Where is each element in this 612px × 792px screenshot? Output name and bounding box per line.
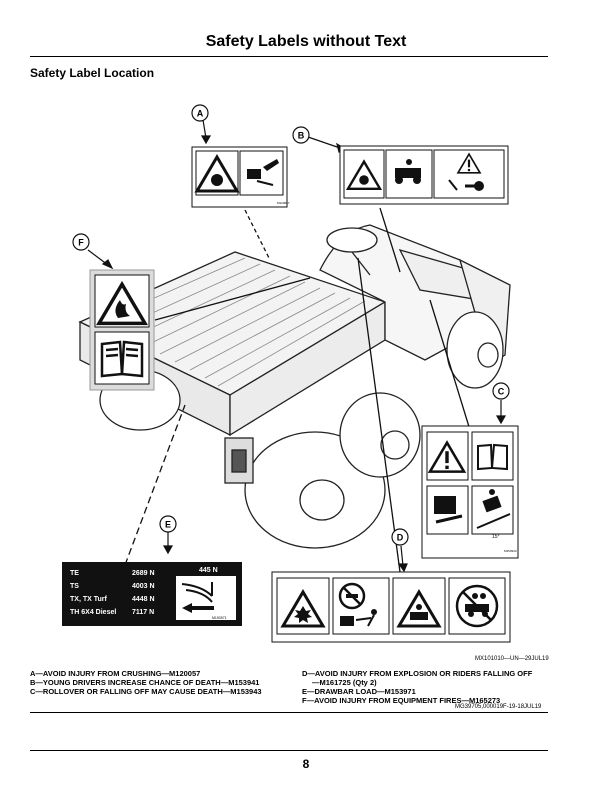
utility-vehicle-drawing <box>78 224 511 549</box>
safety-label-figure: A B F C D E M120057 <box>62 104 519 643</box>
drawbar-value: 4448 N <box>132 596 155 603</box>
label-b-young-drivers <box>339 145 509 205</box>
explosion-icon <box>294 606 312 623</box>
rollover-slope-icon <box>476 489 511 529</box>
caption-item: F—AVOID INJURY FROM EQUIPMENT FIRES—M165… <box>302 696 501 705</box>
drawbar-value: 4003 N <box>132 583 155 590</box>
footer-rule <box>30 750 548 751</box>
callout-c <box>492 382 510 400</box>
callout-c-letter: C <box>498 387 505 397</box>
manual-icon <box>477 443 508 471</box>
seatbelt-icon <box>434 496 463 524</box>
age-warning-icon <box>457 153 481 174</box>
rollover-angle-label: 15° <box>492 534 500 540</box>
caption-list-left: A—AVOID INJURY FROM CRUSHING—M120057 B—Y… <box>30 669 290 696</box>
drawbar-model: TH 6X4 Diesel <box>70 609 116 616</box>
label-c-code: M153943 <box>504 549 517 553</box>
callout-d <box>391 528 409 546</box>
callout-e <box>159 515 177 533</box>
label-c-rollover: 15° M153943 <box>421 425 519 559</box>
arrow-left-icon <box>182 603 214 613</box>
page-number: 8 <box>302 757 310 771</box>
label-e-code: M153971 <box>212 616 227 620</box>
key-icon <box>448 179 484 191</box>
label-f-fire <box>89 269 155 391</box>
caption-item: E—DRAWBAR LOAD—M153971 <box>302 687 416 696</box>
drawbar-model: TX, TX Turf <box>70 596 107 603</box>
callout-a-letter: A <box>197 109 204 119</box>
caption-item: —M161725 (Qty 2) <box>312 678 377 687</box>
section-subtitle: Safety Label Location <box>30 66 155 80</box>
caption-item: A—AVOID INJURY FROM CRUSHING—M120057 <box>30 669 201 678</box>
fire-icon <box>115 300 130 318</box>
callout-f-letter: F <box>78 238 84 248</box>
callout-d-letter: D <box>397 533 404 543</box>
crush-hand-icon <box>247 159 279 186</box>
caption-item: B—YOUNG DRIVERS INCREASE CHANCE OF DEATH… <box>30 678 260 687</box>
callout-f <box>72 233 90 251</box>
label-a-code: M120057 <box>277 201 290 205</box>
drawbar-max-load: 445 N <box>199 567 218 574</box>
drawbar-value: 7117 N <box>132 609 154 616</box>
page-title: Safety Labels without Text <box>205 33 407 50</box>
drawbar-value: 2689 N <box>132 570 155 577</box>
drawbar-model: TS <box>70 583 79 590</box>
drawbar-hitch-icon <box>181 582 213 603</box>
manual-book-icon <box>100 340 144 378</box>
no-riders-icon <box>455 584 499 628</box>
no-smoking-icon <box>338 582 366 610</box>
callout-e-letter: E <box>165 520 171 530</box>
drawbar-model: TE <box>70 570 79 577</box>
label-a-crushing: M120057 <box>191 146 290 208</box>
caption-item: C—ROLLOVER OR FALLING OFF MAY CAUSE DEAT… <box>30 687 262 696</box>
label-e-drawbar-load: TE 2689 N TS 4003 N TX, TX Turf 4448 N T… <box>62 562 242 626</box>
title-rule <box>30 56 548 57</box>
caption-item: D—AVOID INJURY FROM EXPLOSION OR RIDERS … <box>302 669 533 678</box>
caption-list-right: D—AVOID INJURY FROM EXPLOSION OR RIDERS … <box>302 669 557 705</box>
callout-b <box>292 126 310 144</box>
figure-id: MX101010—UN—29JUL19 <box>475 656 549 662</box>
callout-a <box>191 104 209 122</box>
document-id: MG39705,000019F-19-18JUL19 <box>455 704 542 710</box>
callout-b-letter: B <box>298 131 305 141</box>
vehicle-rider-icon <box>395 159 421 184</box>
refuel-icon <box>340 609 377 627</box>
label-d-explosion-riders <box>271 571 511 643</box>
caption-rule <box>30 712 548 713</box>
crush-symbol-icon <box>211 174 223 186</box>
